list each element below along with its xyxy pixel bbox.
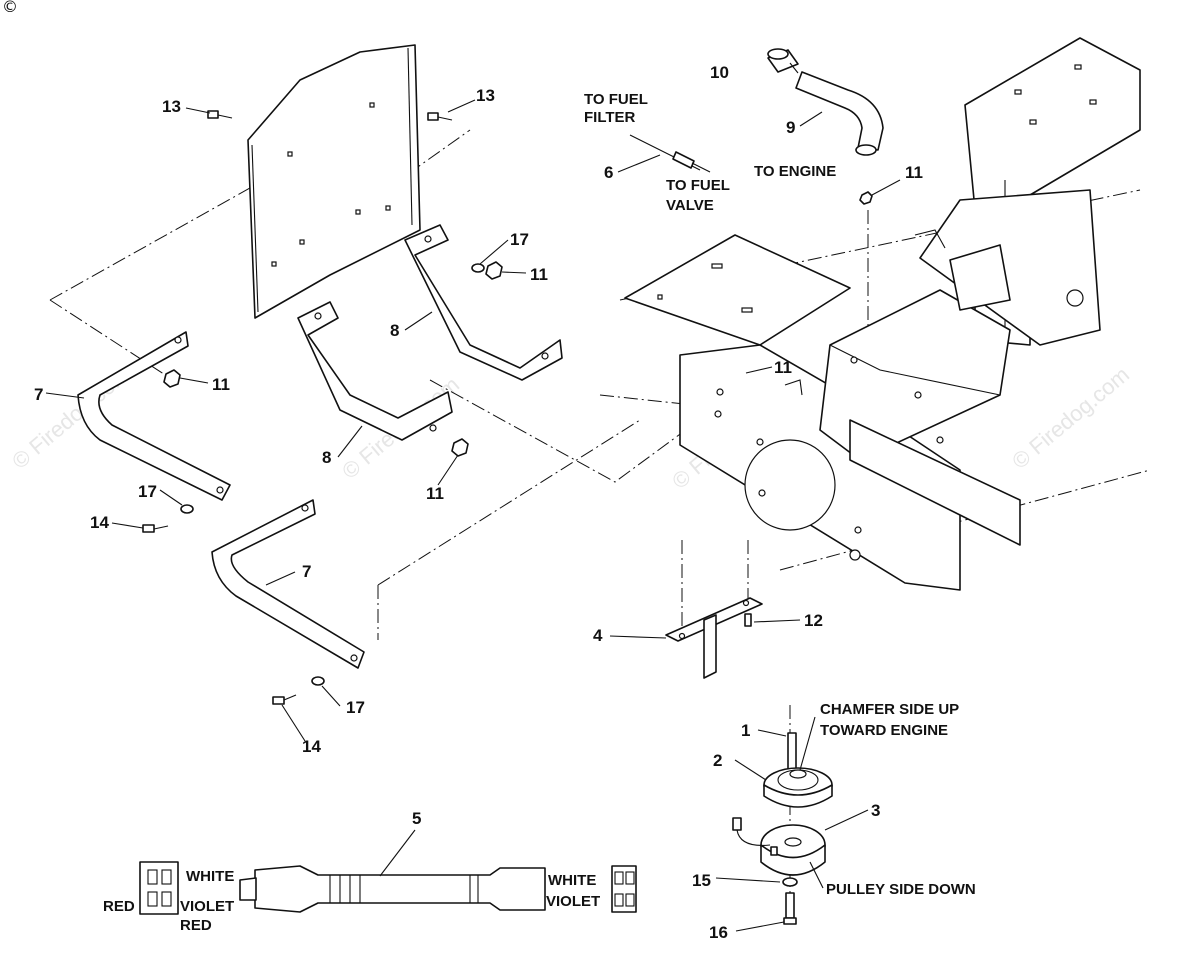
callout-11-lower: 11 [426, 484, 444, 503]
hardware-set [163, 191, 873, 686]
note-to-engine: TO ENGINE [754, 163, 836, 180]
harness-left-violet: VIOLET [180, 898, 234, 915]
callout-14-upper: 14 [90, 513, 109, 532]
bracket-8-upper [404, 224, 563, 381]
harness-labels: WHITE VIOLET RED RED WHITE VIOLET [103, 868, 600, 934]
callout-3: 3 [871, 801, 880, 820]
bolt-14-upper [142, 524, 169, 533]
callout-2: 2 [713, 751, 722, 770]
harness-right-white: WHITE [548, 872, 596, 889]
callout-15: 15 [692, 871, 711, 890]
mounting-bracket [665, 597, 763, 679]
note-pulley-side: PULLEY SIDE DOWN [826, 881, 976, 898]
bolt-14-lower [272, 694, 297, 705]
callout-8-lower: 8 [322, 448, 331, 467]
harness-left-white: WHITE [186, 868, 234, 885]
notes: TO FUEL FILTER TO FUEL VALVE TO ENGINE C… [584, 91, 976, 898]
callout-10: 10 [710, 63, 729, 82]
callout-17-mid: 17 [138, 482, 157, 501]
note-chamfer-side: CHAMFER SIDE UP [820, 701, 959, 718]
leader-lines [45, 62, 901, 932]
callout-7-lower: 7 [302, 562, 311, 581]
callout-13-right: 13 [476, 86, 495, 105]
callout-11-frame: 11 [774, 358, 792, 377]
callout-17-upper: 17 [510, 230, 529, 249]
strap-7-lower [211, 499, 365, 669]
harness-left-red: RED [103, 898, 135, 915]
copyright-symbol: © [2, 0, 18, 16]
baffle-plate [247, 44, 421, 319]
watermark: © Firedog.com [1007, 362, 1134, 474]
callout-1: 1 [741, 721, 750, 740]
callout-11-strap: 11 [212, 375, 230, 394]
callout-13-left: 13 [162, 97, 181, 116]
callout-4: 4 [593, 626, 603, 645]
pto-clutch-assembly [732, 732, 833, 925]
note-to-fuel-valve: TO FUEL [666, 177, 730, 194]
bolt-13-right [427, 112, 453, 121]
callout-11-bracket: 11 [530, 265, 548, 284]
strap-7-upper [77, 331, 231, 501]
callout-5: 5 [412, 809, 421, 828]
callout-12: 12 [804, 611, 823, 630]
note-to-fuel-filter: TO FUEL [584, 91, 648, 108]
callout-6: 6 [604, 163, 613, 182]
wire-harness [139, 861, 637, 915]
callouts: 13 13 10 9 6 11 17 11 8 11 7 11 8 11 17 … [34, 63, 923, 942]
harness-left-red-under: RED [180, 917, 212, 934]
callout-11-top: 11 [905, 163, 923, 182]
bracket-8-lower [297, 301, 453, 441]
callout-7-upper: 7 [34, 385, 43, 404]
fuel-line [629, 134, 711, 173]
callout-16: 16 [709, 923, 728, 942]
fuel-hose [767, 48, 884, 156]
callout-17-lower: 17 [346, 698, 365, 717]
note-toward-engine: TOWARD ENGINE [820, 722, 948, 739]
note-to-fuel-valve-2: VALVE [666, 197, 714, 214]
callout-14-lower: 14 [302, 737, 321, 756]
harness-right-violet: VIOLET [546, 893, 600, 910]
note-to-fuel-filter-2: FILTER [584, 109, 636, 126]
bolt-13-left [207, 110, 233, 119]
callout-8-upper: 8 [390, 321, 399, 340]
callout-9: 9 [786, 118, 795, 137]
chassis-frame [624, 37, 1141, 591]
